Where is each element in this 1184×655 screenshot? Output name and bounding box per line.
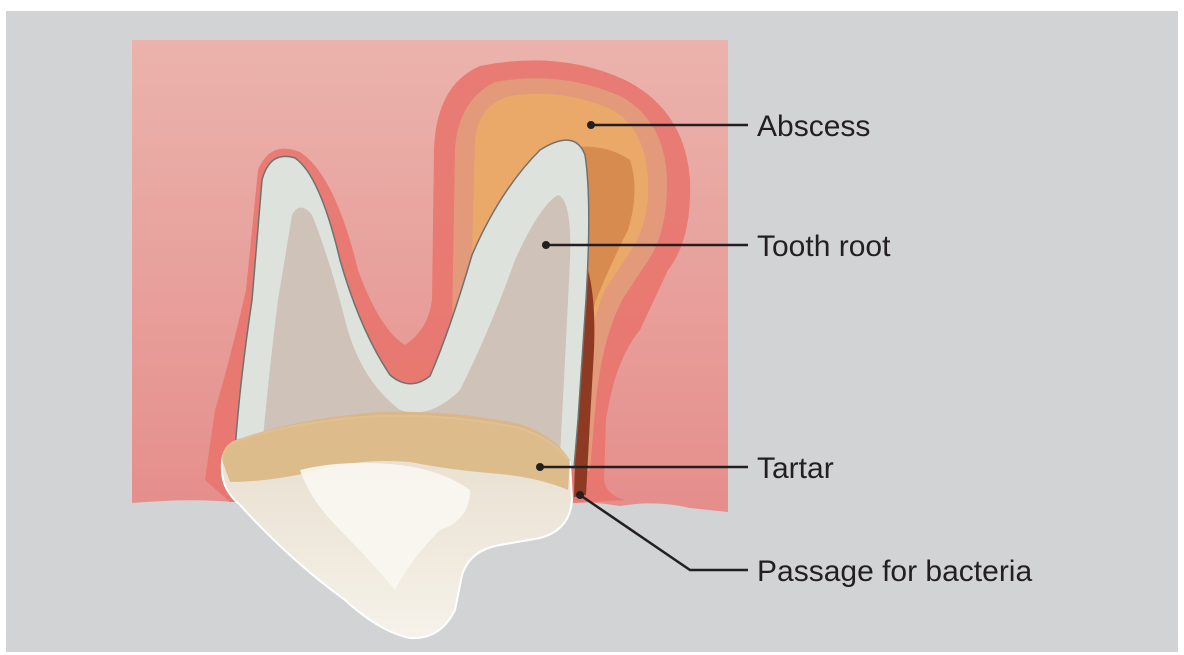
- label-passage-for-bacteria: Passage for bacteria: [757, 555, 1032, 588]
- label-tartar: Tartar: [757, 452, 834, 485]
- label-tooth-root: Tooth root: [757, 230, 891, 263]
- label-abscess: Abscess: [757, 110, 870, 143]
